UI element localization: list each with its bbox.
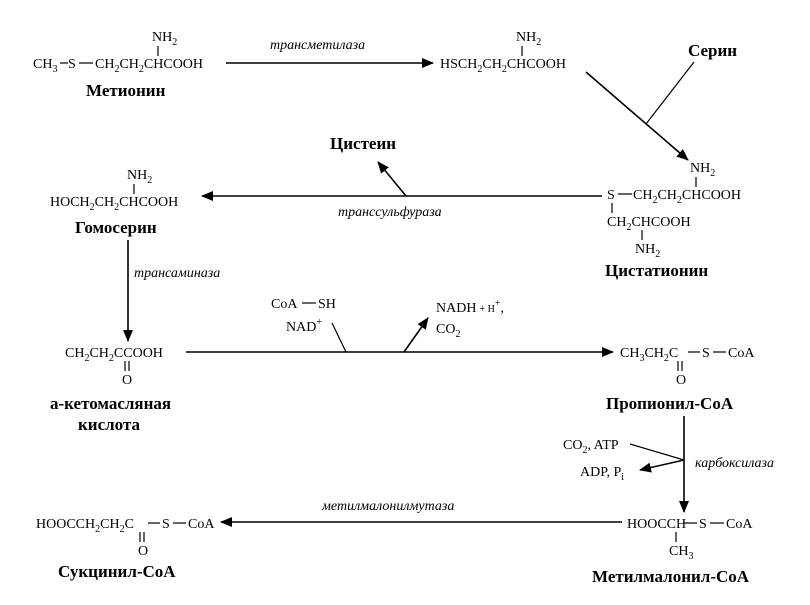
co2-label: CO2 [436,322,460,340]
co2-atp-label: CO2, ATP [563,438,619,456]
homoserine-nh2: NH [127,168,147,183]
methylmalonyl-coa: HOOCCH S CoA CH3 Метилмалонил-CoA [592,517,753,586]
serine-entry-line [645,61,695,125]
methylmalonyl-ch3: CH3 [669,544,693,562]
methylmalonylmutase-label: метилмалонилмутаза [321,499,454,514]
nadh-label: NADH+ H+, [436,298,504,316]
svg-text:NH2: NH2 [152,30,177,48]
svg-text:S: S [162,517,170,532]
homocysteine: NH2 HSCH2CH2CHCOOH [440,30,566,75]
ketobutyrate-name-line1: a-кетомасляная [50,394,171,413]
cystathionine-nh2-top: NH [690,161,710,176]
alpha-ketobutyrate: CH2CH2CCOOH O a-кетомасляная кислота [50,346,171,434]
adp-pi-label: ADP, Pi [580,465,624,483]
transmethylase-label: трансметилаза [270,38,365,53]
svg-text:S: S [702,346,710,361]
ketobutyrate-oxygen: O [122,373,132,388]
methionine-formula-a: CH3 [33,57,57,75]
succinyl-coa-name: Сукцинил-CoA [58,562,176,581]
nadh-co2-output-arrow [403,317,429,353]
methionine-nh2: NH [152,30,172,45]
transsulfurase-label: транссульфураза [338,205,442,220]
cystathionine-row1: CH2CH2CHCOOH [633,188,741,206]
homocysteine-nh2: NH [516,30,536,45]
cysteine-branch-arrow [377,161,407,197]
propionyl-oxygen: O [676,373,686,388]
svg-text:NH2: NH2 [516,30,541,48]
coa-nad-input-line [331,322,347,353]
propionyl-formula-a: CH3CH2C [620,346,678,364]
cystathionine-name: Цистатионин [605,261,708,280]
methylmalonyl-formula-a: HOOCCH [627,517,686,532]
succinyl-formula-a: HOOCCH2CH2C [36,517,134,535]
cysteine-name: Цистеин [330,134,396,153]
methionine-formula-b: CH2CH2CHCOOH [95,57,203,75]
adp-pi-output-arrow [639,459,685,473]
co2-atp-input-line [629,443,685,461]
cystathionine-nh2-bottom: NH [635,242,655,257]
homocysteine-to-cystathionine-arrow [585,71,689,161]
propionyl-coa: CH3CH2C S CoA O Пропионил-CoA [606,346,755,413]
methionine-name: Метионин [86,81,166,100]
svg-text:CoA: CoA [728,346,755,361]
svg-text:NH2: NH2 [690,161,715,179]
svg-text:SH: SH [318,297,336,312]
homoserine-formula: HOCH2CH2CHCOOH [50,195,178,213]
carboxylase-label: карбоксилаза [695,456,774,471]
svg-text:NH2: NH2 [635,242,660,260]
cystathionine-row2: CH2CHCOOH [607,215,691,233]
homoserine: NH2 HOCH2CH2CHCOOH Гомосерин [50,168,178,237]
homoserine-name: Гомосерин [75,218,157,237]
cystathionine: NH2 S CH2CH2CHCOOH CH2CHCOOH NH2 Цистати… [605,161,741,280]
methylmalonyl-coa-name: Метилмалонил-CoA [592,567,750,586]
svg-text:S: S [699,517,707,532]
homocysteine-formula: HSCH2CH2CHCOOH [440,57,566,75]
methionine-sulfur: S [68,57,76,72]
ketobutyrate-name-line2: кислота [78,415,141,434]
svg-text:CoA: CoA [188,517,215,532]
coa-sh-label: CoA [271,297,298,312]
propionyl-coa-name: Пропионил-CoA [606,394,734,413]
svg-text:CoA: CoA [726,517,753,532]
methionine: NH2 CH3 S CH2CH2CHCOOH Метионин [33,30,203,100]
serine-name: Серин [688,41,737,60]
cystathionine-sulfur: S [607,188,615,203]
svg-text:NH2: NH2 [127,168,152,186]
nad-label: NAD+ [286,317,322,335]
succinyl-oxygen: O [138,544,148,559]
ketobutyrate-formula: CH2CH2CCOOH [65,346,163,364]
transaminase-label: трансаминаза [134,266,220,281]
succinyl-coa: HOOCCH2CH2C S CoA O Сукцинил-CoA [36,517,215,581]
